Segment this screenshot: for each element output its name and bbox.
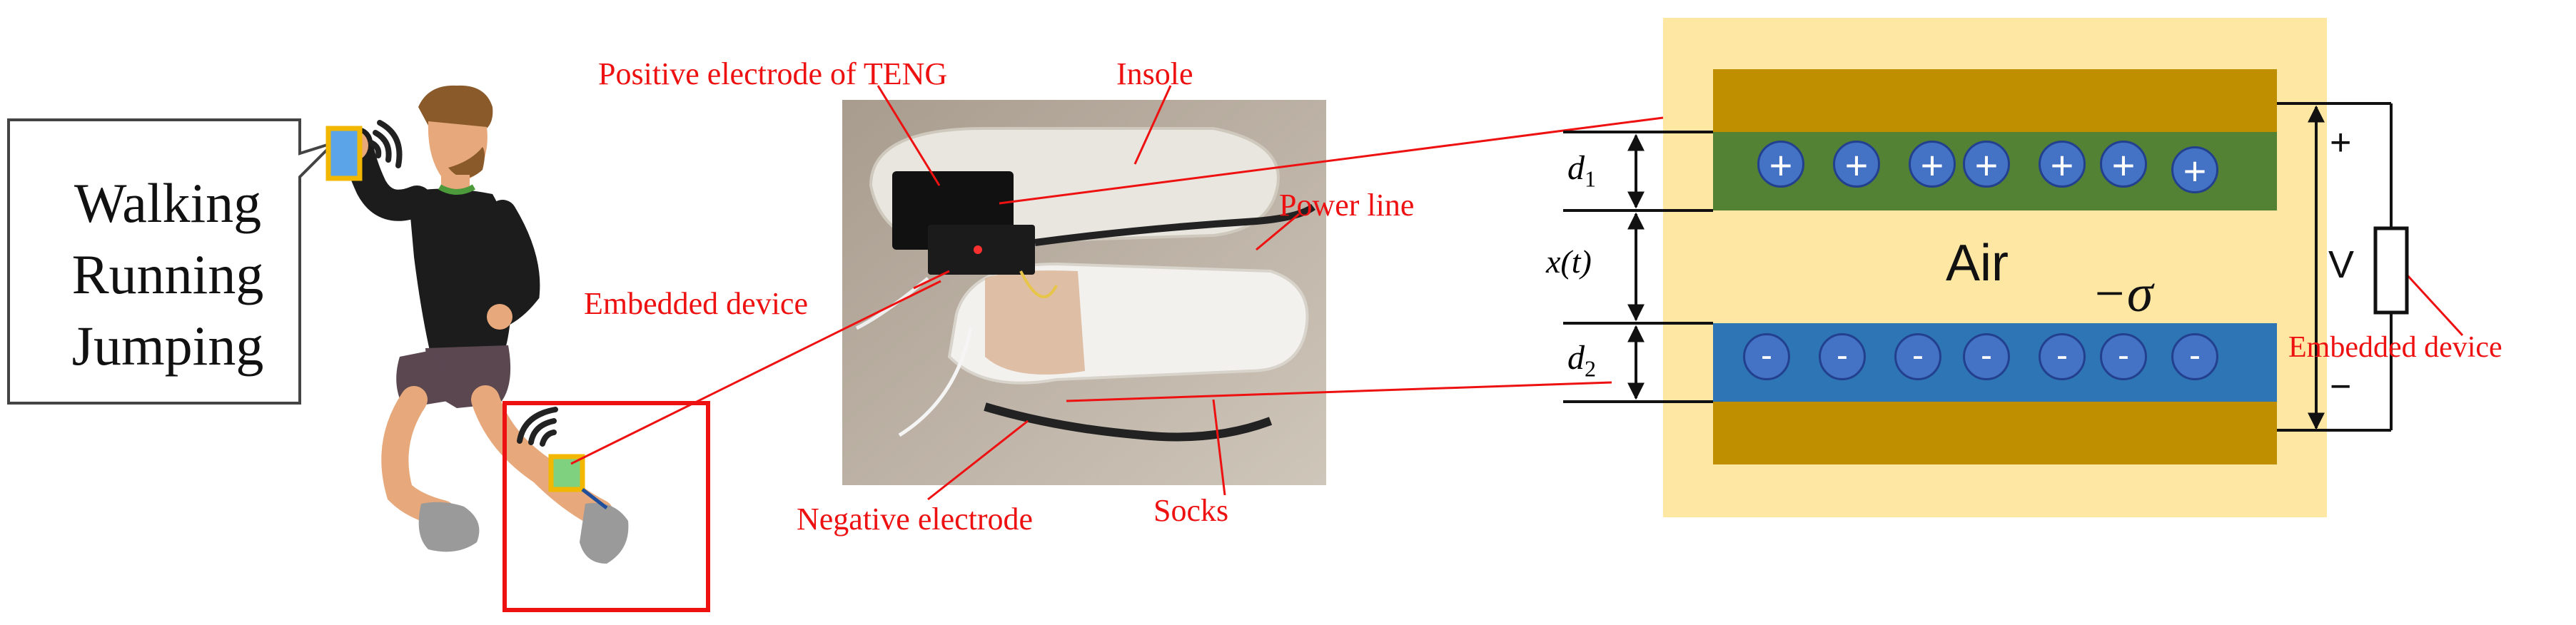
- negative-charge: -: [1743, 333, 1790, 380]
- d2-symbol: d: [1567, 339, 1585, 377]
- wifi-icon-phone: [368, 120, 403, 168]
- bubble-line-walking: Walking: [74, 172, 262, 234]
- runner-figure: [7, 85, 710, 612]
- d2-subscript: 2: [1585, 355, 1596, 382]
- minus-terminal: −: [2330, 366, 2352, 407]
- negative-charge: -: [2171, 333, 2218, 380]
- leg-sensor: [548, 454, 585, 492]
- bottom-electrode: [1713, 402, 2277, 464]
- runner-illustration: [0, 0, 742, 621]
- d2-label: d2: [1567, 341, 1596, 380]
- label-socks: Socks: [1153, 493, 1229, 528]
- air-label: Air: [1946, 235, 2009, 292]
- bubble-line-jumping: Jumping: [71, 315, 264, 377]
- voltage-label: V: [2328, 243, 2355, 286]
- teng-schematic: + + + + + + + - - - - - - - Air −σ: [1663, 18, 2327, 517]
- d1-symbol: d: [1567, 149, 1585, 187]
- d1-subscript: 1: [1585, 166, 1596, 192]
- wifi-icon-leg: [517, 407, 558, 447]
- negative-charge: -: [2100, 333, 2147, 380]
- label-negative-electrode: Negative electrode: [797, 502, 1034, 537]
- device-photo: [842, 100, 1326, 485]
- positive-charge: +: [1757, 141, 1804, 188]
- positive-charge: +: [1909, 141, 1956, 188]
- bubble-line-running: Running: [71, 243, 264, 305]
- negative-charge: -: [2039, 333, 2086, 380]
- label-embedded-device-circuit: Embedded device: [2288, 331, 2502, 364]
- positive-charge: +: [2100, 141, 2147, 188]
- phone-device: [325, 126, 363, 181]
- positive-charge: +: [1833, 141, 1880, 188]
- d1-label: d1: [1567, 151, 1596, 190]
- sigma-label: −σ: [2091, 265, 2153, 323]
- xt-label: x(t): [1546, 243, 1592, 280]
- negative-charge: -: [1963, 333, 2010, 380]
- negative-charge: -: [1894, 333, 1941, 380]
- highlight-box: [502, 401, 710, 612]
- speech-bubble: [7, 118, 335, 405]
- label-insole: Insole: [1116, 56, 1193, 91]
- top-electrode: [1713, 69, 2277, 132]
- plus-terminal: +: [2330, 122, 2352, 163]
- negative-charge: -: [1819, 333, 1866, 380]
- positive-charge: +: [2039, 141, 2086, 188]
- photo-illustration: [842, 100, 1326, 485]
- label-positive-electrode: Positive electrode of TENG: [598, 56, 948, 91]
- label-embedded-device-photo: Embedded device: [584, 286, 808, 321]
- positive-charge: +: [1963, 141, 2010, 188]
- label-power-line: Power line: [1279, 188, 1415, 223]
- positive-charge: +: [2171, 146, 2218, 193]
- negative-electrode-patch: [985, 270, 1085, 375]
- resistor: [2373, 226, 2409, 315]
